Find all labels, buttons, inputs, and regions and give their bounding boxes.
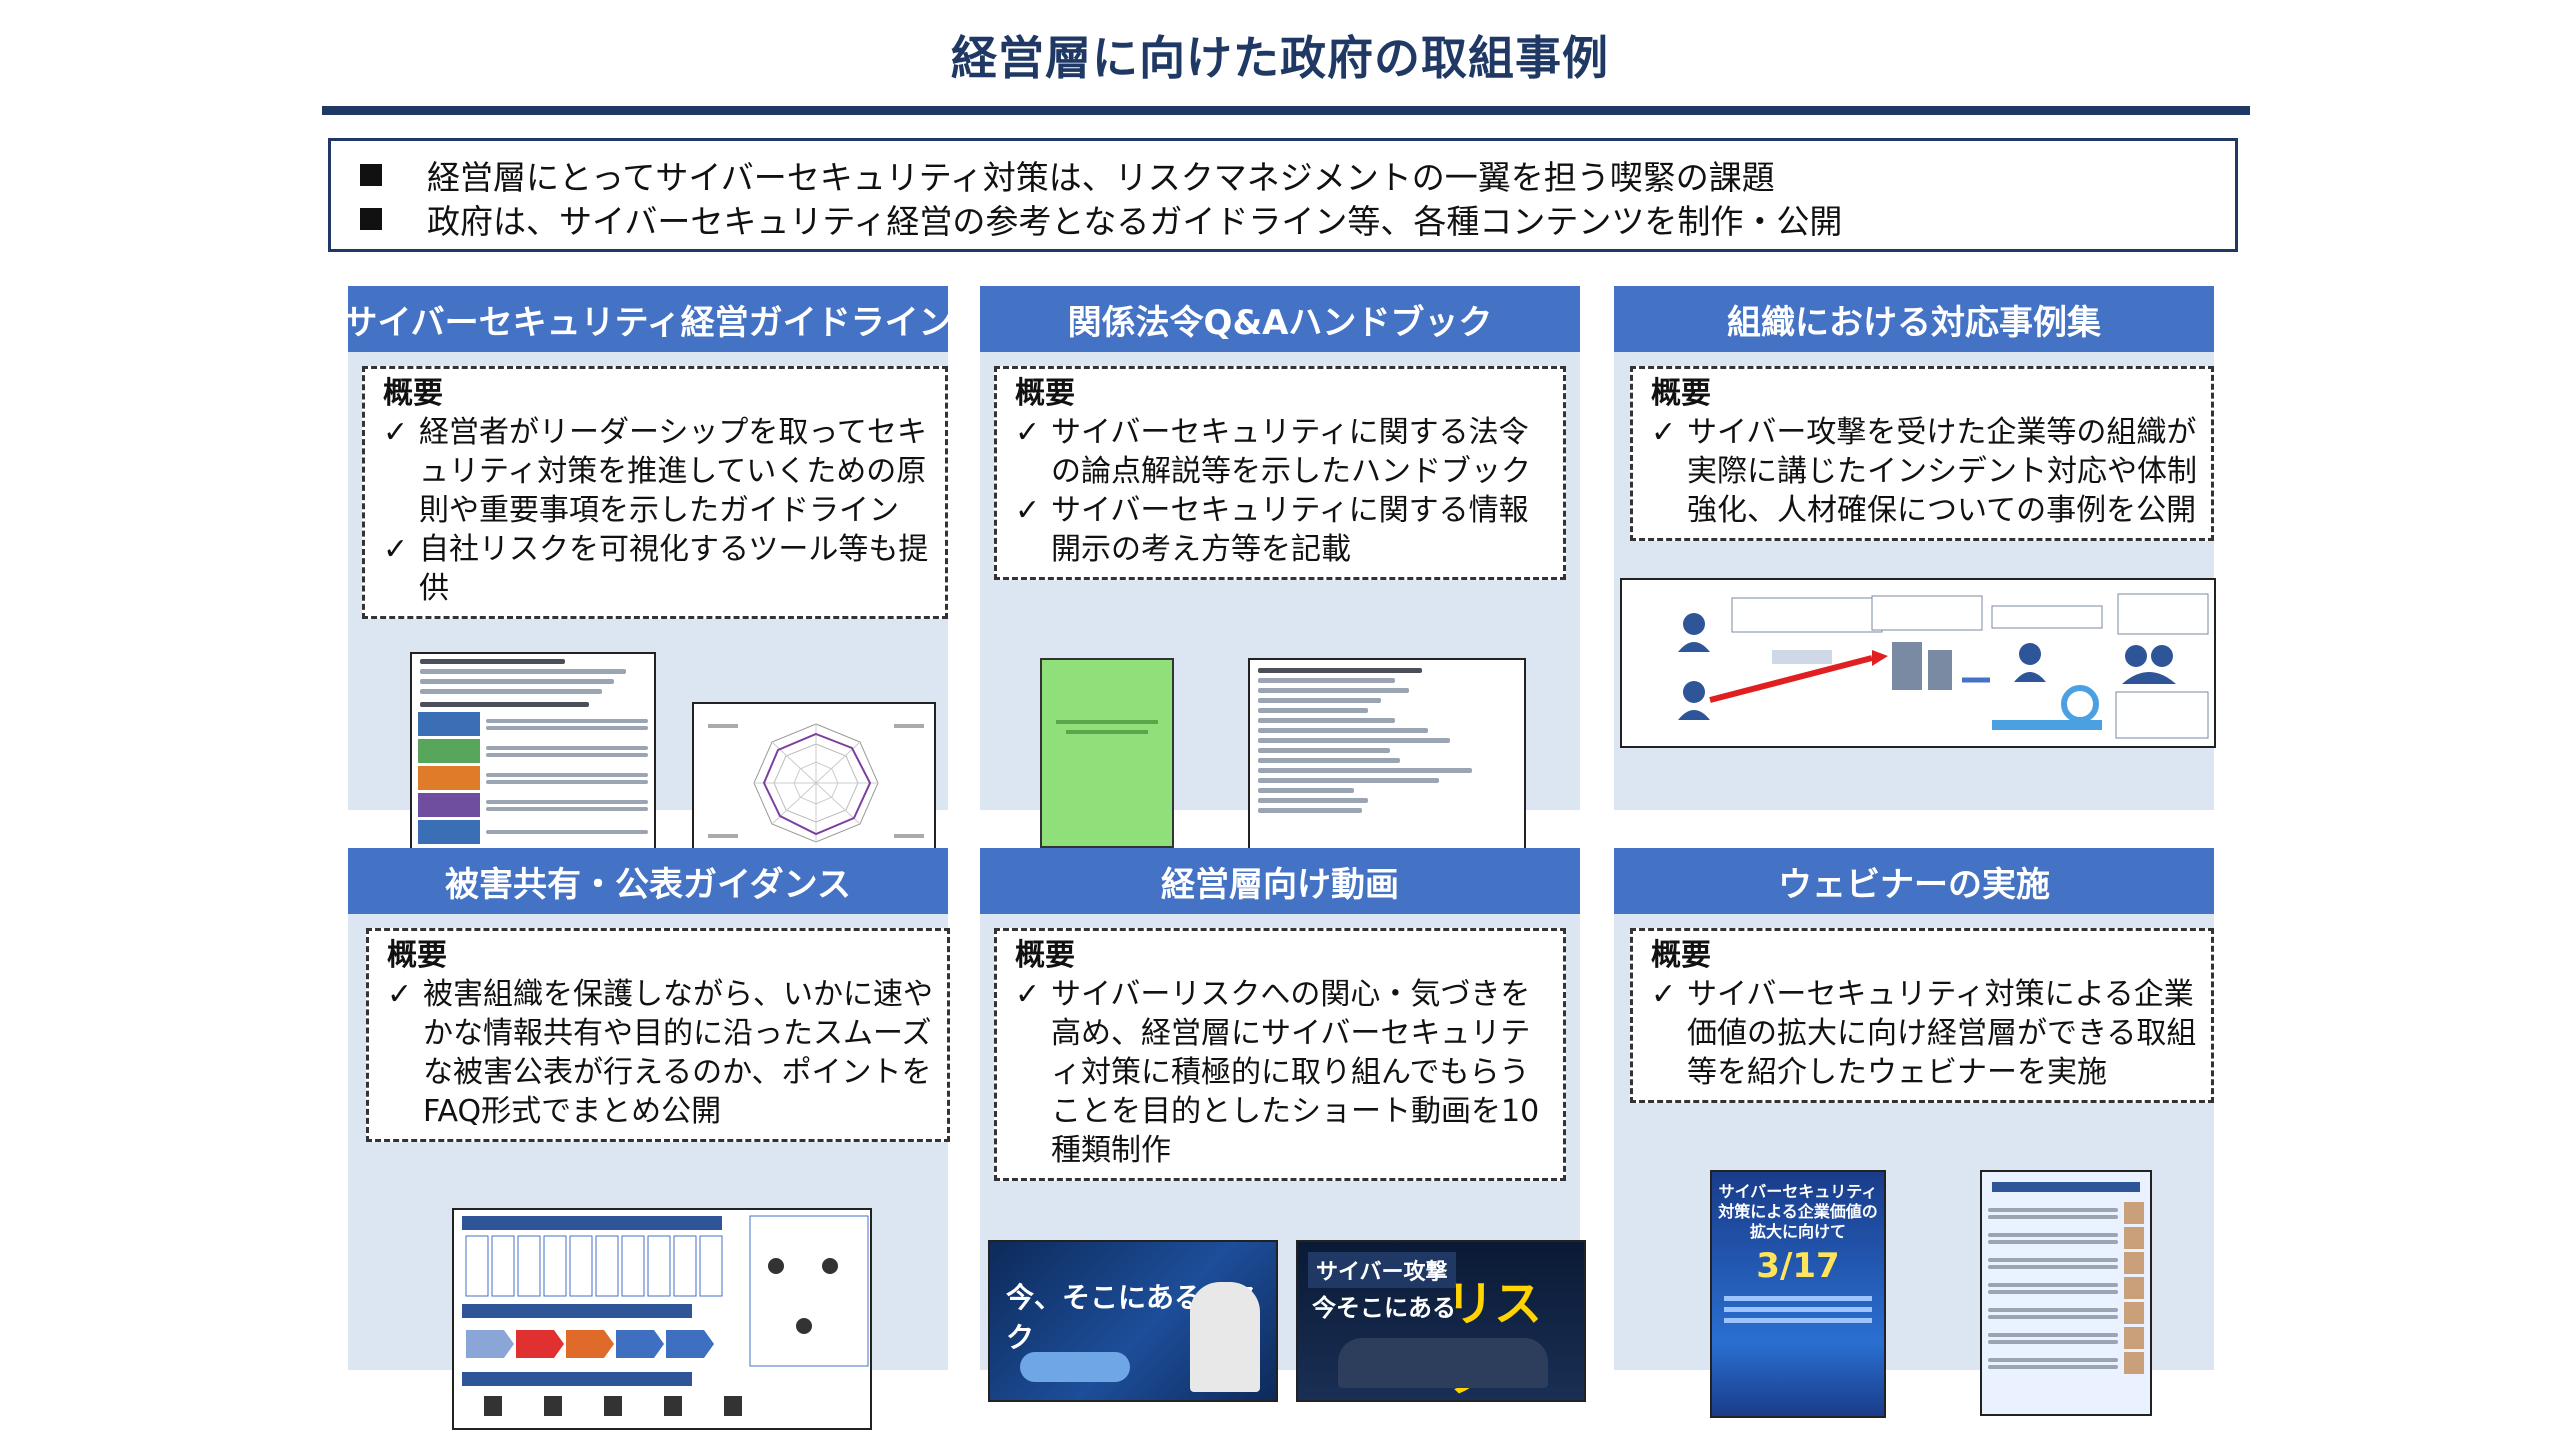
check-icon: ✓ (1015, 493, 1041, 528)
radar-chart-thumbnail (692, 702, 936, 860)
incident-flow-diagram-thumbnail (1620, 578, 2216, 748)
video-thumbnail-1[interactable]: 今、そこにあるリスク (988, 1240, 1278, 1402)
check-icon: ✓ (383, 415, 409, 450)
overview-box: 概要 ✓ サイバーリスクへの関心・気づきを高め、経営層にサイバーセキュリティ対策… (994, 928, 1566, 1181)
radar-chart-icon (708, 723, 924, 843)
webinar-program-thumbnail (1980, 1170, 2152, 1416)
overview-label: 概要 (1015, 938, 1075, 973)
card-damage-sharing: 被害共有・公表ガイダンス 概要 ✓ 被害組織を保護しながら、いかに速やかな情報共… (348, 848, 950, 1430)
overview-box: 概要 ✓ サイバー攻撃を受けた企業等の組織が実際に講じたインシデント対応や体制強… (1630, 366, 2214, 541)
square-bullet-icon (357, 205, 385, 233)
summary-item: 政府は、サイバーセキュリティ経営の参考となるガイドライン等、各種コンテンツを制作… (357, 197, 2209, 241)
sharing-guidance-diagram-thumbnail (452, 1208, 872, 1430)
card-title: 関係法令Q&Aハンドブック (980, 286, 1580, 352)
incident-flow-icon (1678, 593, 2209, 739)
card-qa-handbook: 関係法令Q&Aハンドブック 概要 ✓ サイバーセキュリティに関する法令の論点解説… (980, 286, 1580, 868)
card-title: ウェビナーの実施 (1614, 848, 2214, 914)
card-title: 経営層向け動画 (980, 848, 1580, 914)
overview-item: ✓ 被害組織を保護しながら、いかに速やかな情報共有や目的に沿ったスムーズな被害公… (387, 977, 933, 1129)
card-response-cases: 組織における対応事例集 概要 ✓ サイバー攻撃を受けた企業等の組織が実際に講じた… (1614, 286, 2216, 810)
overview-item: ✓ サイバー攻撃を受けた企業等の組織が実際に講じたインシデント対応や体制強化、人… (1651, 415, 2197, 528)
overview-box: 概要 ✓ サイバーセキュリティ対策による企業価値の拡大に向け経営層ができる取組等… (1630, 928, 2214, 1103)
overview-box: 概要 ✓ サイバーセキュリティに関する法令の論点解説等を示したハンドブック ✓ … (994, 366, 1566, 580)
overview-label: 概要 (1651, 938, 1711, 973)
overview-item: ✓ サイバーセキュリティ対策による企業価値の拡大に向け経営層ができる取組等を紹介… (1651, 977, 2197, 1090)
check-icon: ✓ (383, 532, 409, 567)
overview-box: 概要 ✓ 経営者がリーダーシップを取ってセキュリティ対策を推進していくための原則… (362, 366, 948, 619)
handbook-toc-thumbnail (1248, 658, 1526, 868)
overview-label: 概要 (383, 376, 443, 411)
overview-label: 概要 (387, 938, 447, 973)
overview-item: ✓ 経営者がリーダーシップを取ってセキュリティ対策を推進していくための原則や重要… (383, 415, 927, 528)
handbook-cover-thumbnail (1040, 658, 1174, 848)
guideline-document-thumbnail (410, 652, 656, 874)
card-webinar: ウェビナーの実施 概要 ✓ サイバーセキュリティ対策による企業価値の拡大に向け経… (1614, 848, 2214, 1418)
check-icon: ✓ (1651, 977, 1677, 1012)
summary-box: 経営層にとってサイバーセキュリティ対策は、リスクマネジメントの一翼を担う喫緊の課… (328, 138, 2238, 252)
square-bullet-icon (357, 161, 385, 189)
card-title: 被害共有・公表ガイダンス (348, 848, 948, 914)
check-icon: ✓ (1651, 415, 1677, 450)
page-title: 経営層に向けた政府の取組事例 (951, 31, 1609, 85)
overview-label: 概要 (1651, 376, 1711, 411)
overview-item: ✓ サイバーセキュリティに関する法令の論点解説等を示したハンドブック (1015, 415, 1531, 489)
summary-text: 経営層にとってサイバーセキュリティ対策は、リスクマネジメントの一翼を担う喫緊の課… (427, 158, 1775, 197)
check-icon: ✓ (1015, 977, 1041, 1012)
video-thumbnail-2[interactable]: サイバー攻撃 今そこにある リスク (1296, 1240, 1586, 1402)
overview-item: ✓ 自社リスクを可視化するツール等も提供 (383, 532, 929, 606)
webinar-flyer-thumbnail: サイバーセキュリティ対策による企業価値の拡大に向けて 3/17 (1710, 1170, 1886, 1418)
card-title: サイバーセキュリティ経営ガイドライン (343, 286, 953, 352)
overview-item: ✓ サイバーリスクへの関心・気づきを高め、経営層にサイバーセキュリティ対策に積極… (1015, 977, 1540, 1168)
overview-label: 概要 (1015, 376, 1075, 411)
check-icon: ✓ (1015, 415, 1041, 450)
summary-item: 経営層にとってサイバーセキュリティ対策は、リスクマネジメントの一翼を担う喫緊の課… (357, 153, 2209, 197)
overview-item: ✓ サイバーセキュリティに関する情報開示の考え方等を記載 (1015, 493, 1529, 567)
card-guideline: サイバーセキュリティ経営ガイドライン 概要 ✓ 経営者がリーダーシップを取ってセ… (343, 286, 953, 874)
guidance-flow-icon (462, 1215, 869, 1416)
card-executive-videos: 経営層向け動画 概要 ✓ サイバーリスクへの関心・気づきを高め、経営層にサイバー… (980, 848, 1586, 1402)
summary-text: 政府は、サイバーセキュリティ経営の参考となるガイドライン等、各種コンテンツを制作… (427, 202, 1843, 241)
title-divider (322, 106, 2250, 115)
overview-box: 概要 ✓ 被害組織を保護しながら、いかに速やかな情報共有や目的に沿ったスムーズな… (366, 928, 950, 1142)
card-title: 組織における対応事例集 (1614, 286, 2214, 352)
check-icon: ✓ (387, 977, 413, 1012)
